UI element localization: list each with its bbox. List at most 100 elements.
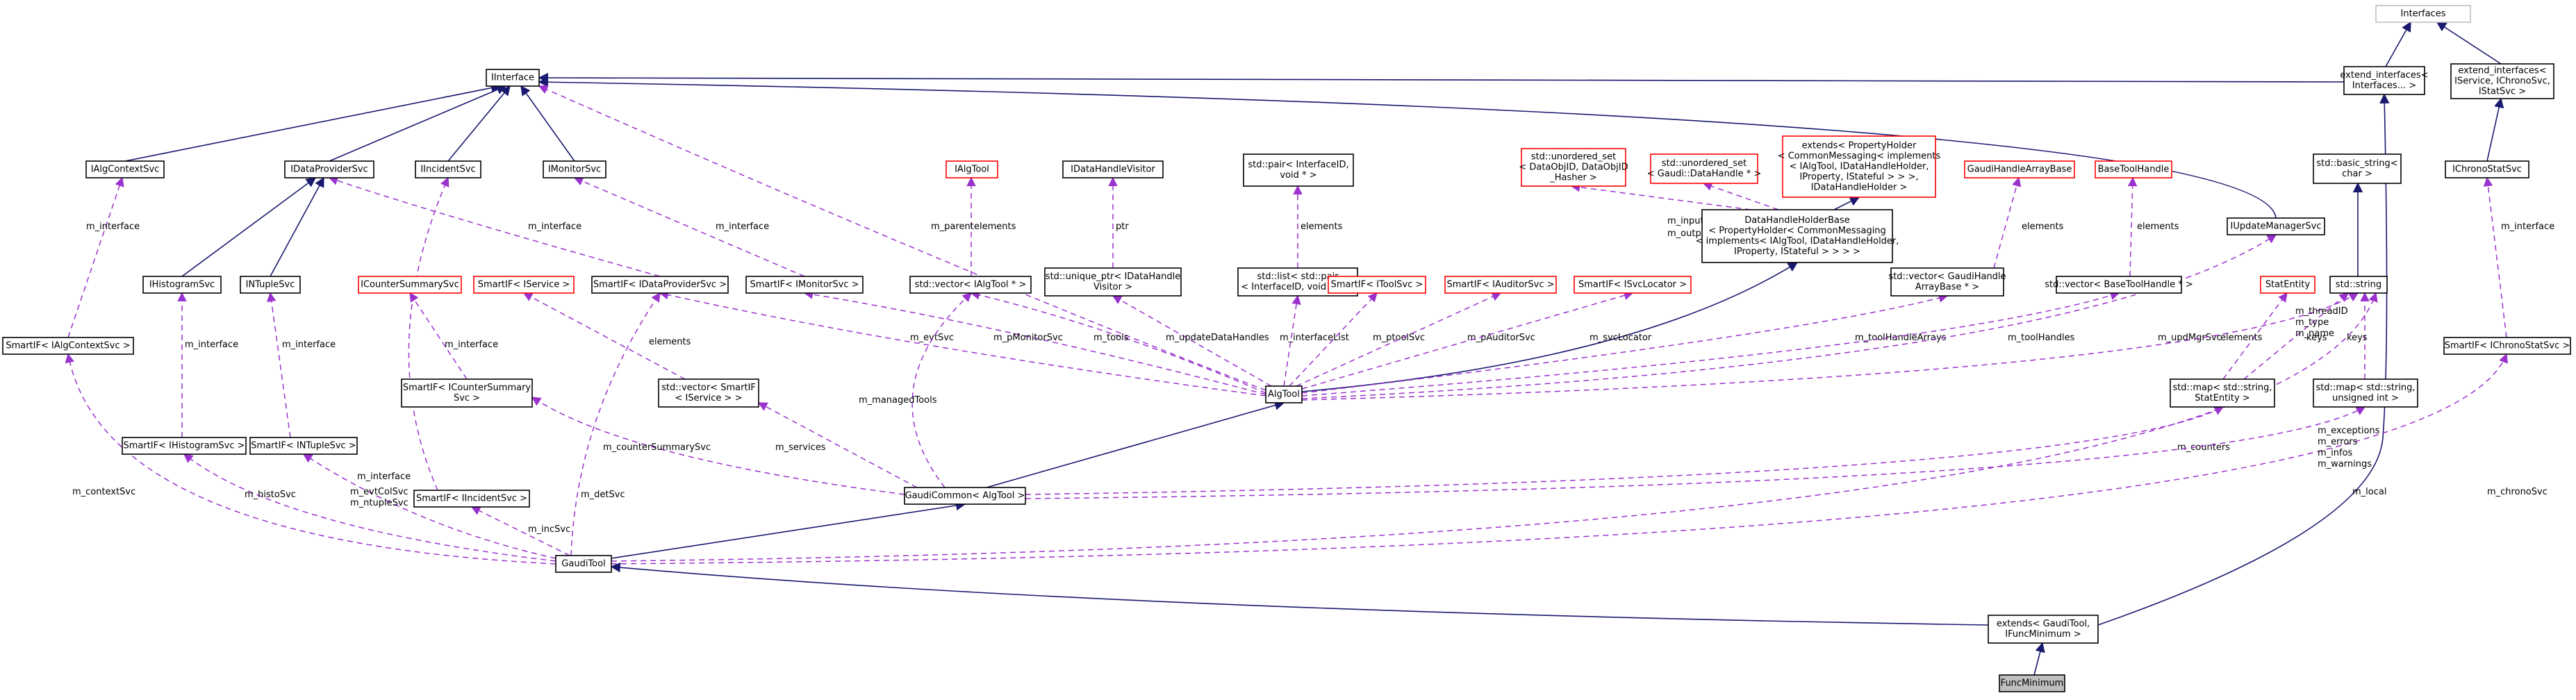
class-label-line: IService, IChronoSvc,: [2454, 76, 2550, 87]
edge-label-m_histoSvc: m_histoSvc: [245, 490, 296, 500]
class-node-IAlgTool[interactable]: IAlgTool: [946, 160, 998, 178]
class-label-line: std::string: [2336, 280, 2381, 290]
class-node-IDataProviderSvc[interactable]: IDataProviderSvc: [284, 160, 374, 178]
edge-label-m_toolHandleArrays: m_toolHandleArrays: [1855, 333, 1947, 343]
class-label-line: < IAlgTool, IDataHandleHolder,: [1790, 162, 1929, 172]
edge-label-m_updateDataHandles: m_updateDataHandles: [1166, 333, 1269, 343]
class-node-std_string[interactable]: std::string: [2329, 276, 2388, 294]
class-node-INTupleSvc[interactable]: INTupleSvc: [240, 276, 301, 294]
usage-edge-AlgTool-to-SmartIF_IMonitorSvc: [803, 290, 1266, 395]
class-node-SmartIF_IToolSvc[interactable]: SmartIF< IToolSvc >: [1328, 276, 1426, 294]
class-node-SmartIF_IDataProviderSvc[interactable]: SmartIF< IDataProviderSvc >: [591, 276, 729, 294]
class-box: [142, 276, 222, 294]
class-node-FuncMinimum[interactable]: FuncMinimum: [1999, 674, 2065, 692]
class-node-SmartIF_ISvcLocator[interactable]: SmartIF< ISvcLocator >: [1574, 276, 1692, 294]
class-node-basic_string[interactable]: std::basic_string<char >: [2313, 153, 2402, 184]
class-node-unique_ptr_visitor[interactable]: std::unique_ptr< IDataHandleVisitor >: [1044, 267, 1182, 297]
class-node-IAlgContextSvc[interactable]: IAlgContextSvc: [85, 160, 165, 178]
class-node-SmartIF_ICounterSummarySvc[interactable]: SmartIF< ICounterSummarySvc >: [401, 378, 533, 408]
edge-label-m_interface_incident: m_interface: [357, 472, 411, 482]
inheritance-edge-AlgTool-to-DataHandleHolderBase: [1301, 262, 1799, 392]
class-label-line: extend_interfaces<: [2340, 70, 2428, 81]
usage-edge-AlgTool-to-SmartIF_IAuditorSvc: [1296, 292, 1502, 387]
class-box: [1328, 276, 1426, 294]
usage-edge-SmartIF_IAlgContextSvc-to-IAlgContextSvc: [67, 176, 124, 338]
class-box: [2313, 378, 2418, 408]
usage-edge-GaudiCommon_AlgTool-to-map_string_StatEntity: [1025, 406, 2224, 495]
class-node-SmartIF_IHistogramSvc[interactable]: SmartIF< IHistogramSvc >: [122, 437, 247, 455]
class-box: [2227, 217, 2325, 235]
edge-label-elements_pair: elements: [1301, 222, 1343, 232]
class-box: [2, 337, 134, 355]
class-label-line: std::basic_string<: [2316, 158, 2397, 169]
class-node-std_pair[interactable]: std::pair< InterfaceID,void * >: [1243, 153, 1354, 187]
class-node-Interfaces[interactable]: Interfaces: [2375, 5, 2471, 23]
inheritance-edge-FuncMinimum-to-extends_GaudiTool: [2033, 642, 2045, 676]
usage-edge-GaudiTool-to-SmartIF_IHistogramSvc: [183, 453, 556, 562]
edge-label-m_services: m_services: [775, 442, 826, 453]
class-node-SmartIF_INTupleSvc[interactable]: SmartIF< INTupleSvc >: [249, 437, 358, 455]
class-node-extends_PropertyHolder[interactable]: extends< PropertyHolder< CommonMessaging…: [1778, 135, 1941, 198]
class-node-SmartIF_IAlgContextSvc[interactable]: SmartIF< IAlgContextSvc >: [2, 337, 134, 355]
class-node-vector_SmartIF_IService[interactable]: std::vector< SmartIF< IService > >: [658, 378, 759, 408]
class-label-line: std::unordered_set: [1662, 158, 1747, 169]
class-box: [2343, 66, 2425, 95]
class-label-line: IStatSvc >: [2479, 87, 2526, 97]
class-node-IInterface[interactable]: IInterface: [486, 69, 540, 87]
usage-edge-AlgTool-to-vector_IAlgTool: [970, 290, 1266, 394]
class-node-ICounterSummarySvc[interactable]: ICounterSummarySvc: [358, 276, 462, 294]
class-node-StatEntity[interactable]: StatEntity: [2260, 276, 2315, 294]
class-box: [1062, 160, 1164, 178]
class-node-IUpdateManagerSvc[interactable]: IUpdateManagerSvc: [2227, 217, 2325, 235]
class-node-SmartIF_IAuditorSvc[interactable]: SmartIF< IAuditorSvc >: [1444, 276, 1557, 294]
class-node-unordered_set_objid[interactable]: std::unordered_set< DataObjID, DataObjID…: [1519, 148, 1628, 187]
class-node-IIncidentSvc[interactable]: IIncidentSvc: [415, 160, 481, 178]
class-label-line: IFuncMinimum >: [2005, 629, 2081, 640]
class-node-SmartIF_IChronoStatSvc[interactable]: SmartIF< IChronoStatSvc >: [2443, 337, 2571, 355]
class-box: [85, 160, 165, 178]
class-node-map_string_StatEntity[interactable]: std::map< std::string,StatEntity >: [2170, 378, 2275, 408]
class-node-IMonitorSvc[interactable]: IMonitorSvc: [543, 160, 606, 178]
edge-label-elements_service: elements: [649, 337, 691, 347]
class-label-line: Interfaces: [2401, 9, 2446, 19]
class-node-GaudiHandleArrayBase[interactable]: GaudiHandleArrayBase: [1964, 160, 2075, 178]
edge-label-m_contextSvc: m_contextSvc: [72, 487, 135, 497]
class-node-extends_GaudiTool[interactable]: extends< GaudiTool,IFuncMinimum >: [1988, 615, 2099, 644]
class-label-line: std::vector< BaseToolHandle * >: [2045, 280, 2193, 290]
class-node-IHistogramSvc[interactable]: IHistogramSvc: [142, 276, 222, 294]
class-node-vector_GaudiHandleArrayBase[interactable]: std::vector< GaudiHandleArrayBase * >: [1888, 267, 2006, 297]
class-node-SmartIF_IService[interactable]: SmartIF< IService >: [473, 276, 575, 294]
usage-edge-GaudiTool-to-SmartIF_IAlgContextSvc: [65, 353, 556, 565]
class-node-BaseToolHandle[interactable]: BaseToolHandle: [2095, 160, 2172, 178]
class-node-IDataHandleVisitor[interactable]: IDataHandleVisitor: [1062, 160, 1164, 178]
class-box: [1782, 135, 1936, 198]
class-node-IChronoStatSvc[interactable]: IChronoStatSvc: [2445, 160, 2529, 178]
class-node-map_string_uint[interactable]: std::map< std::string,unsigned int >: [2313, 378, 2418, 408]
class-label-line: IUpdateManagerSvc: [2231, 222, 2322, 232]
class-label-line: IProperty, IStateful > > > >: [1734, 247, 1860, 257]
class-node-GaudiTool[interactable]: GaudiTool: [555, 555, 612, 573]
class-box: [2443, 337, 2571, 355]
usage-edge-GaudiTool-to-SmartIF_IDataProviderSvc: [570, 292, 661, 556]
class-node-vector_IAlgTool[interactable]: std::vector< IAlgTool * >: [909, 276, 1032, 294]
class-label-line: SmartIF< INTupleSvc >: [251, 441, 356, 451]
class-node-SmartIF_IMonitorSvc[interactable]: SmartIF< IMonitorSvc >: [745, 276, 864, 294]
class-node-GaudiCommon_AlgTool[interactable]: GaudiCommon< AlgTool >: [904, 487, 1026, 505]
class-node-ext_interfaces_1[interactable]: extend_interfaces<Interfaces... >: [2340, 66, 2429, 95]
class-label-line: IHistogramSvc: [149, 280, 215, 290]
class-node-DataHandleHolderBase[interactable]: DataHandleHolderBase< PropertyHolder< Co…: [1696, 209, 1899, 263]
class-node-ext_interfaces_3[interactable]: extend_interfaces<IService, IChronoSvc,I…: [2450, 63, 2554, 99]
class-box: [1521, 148, 1626, 187]
edge-label-keys_2: keys: [2347, 333, 2368, 343]
class-box: [1988, 615, 2099, 644]
inheritance-edge-IChronoStatSvc-to-ext_interfaces_3: [2486, 97, 2504, 162]
class-label-line: < Gaudi::DataHandle * >: [1647, 169, 1761, 179]
class-node-SmartIF_IIncidentSvc[interactable]: SmartIF< IIncidentSvc >: [413, 490, 530, 508]
class-label-line: IChronoStatSvc: [2452, 165, 2522, 175]
class-label-line: unsigned int >: [2332, 393, 2399, 403]
usage-edge-AlgTool-to-SmartIF_ISvcLocator: [1301, 290, 1634, 390]
class-node-unordered_set_handle[interactable]: std::unordered_set< Gaudi::DataHandle * …: [1647, 153, 1761, 184]
class-node-vector_BaseToolHandle[interactable]: std::vector< BaseToolHandle * >: [2045, 276, 2193, 294]
class-node-AlgTool[interactable]: AlgTool: [1265, 385, 1303, 403]
